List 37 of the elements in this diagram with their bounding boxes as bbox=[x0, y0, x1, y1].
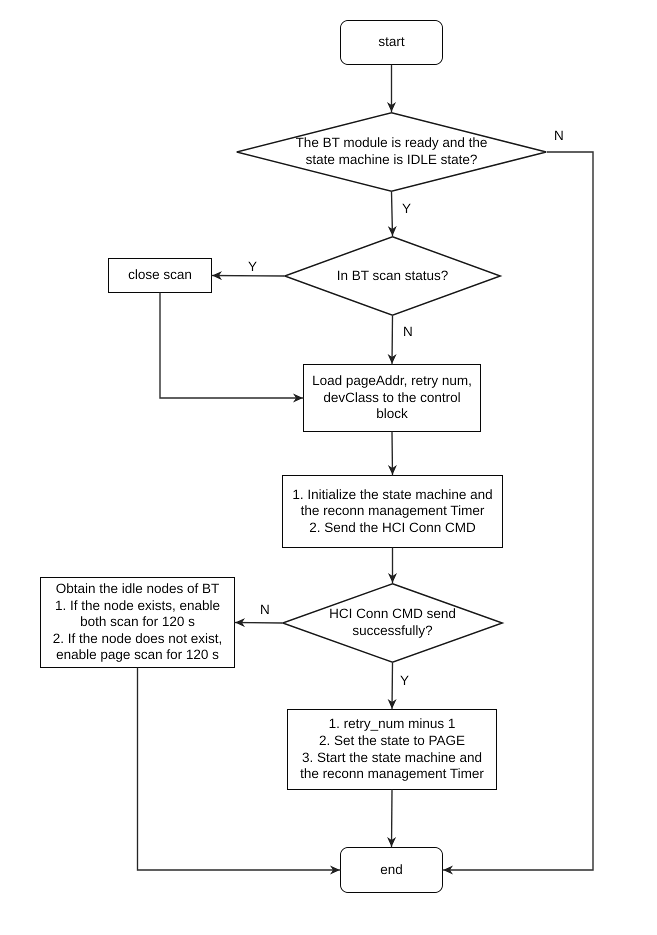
arrow bbox=[136, 668, 340, 874]
decision-diamond bbox=[236, 112, 547, 192]
arrow bbox=[388, 548, 397, 583]
arrow bbox=[212, 271, 284, 280]
process-text: 1. Initialize the state machine and the reconn management Timer bbox=[291, 486, 494, 520]
process-text: 2. If the node does not exist, enable page scan for 120 s bbox=[52, 630, 224, 664]
process-text: 2. Set the state to PAGE bbox=[318, 732, 466, 750]
arrow bbox=[388, 192, 397, 236]
decision-text: In BT scan status? bbox=[336, 268, 450, 284]
process-text: 2. Send the HCI Conn CMD bbox=[309, 520, 476, 536]
arrow bbox=[387, 790, 396, 847]
arrow bbox=[388, 663, 397, 709]
process-box bbox=[282, 475, 503, 548]
arrow bbox=[387, 65, 396, 112]
process-text: 1. If the node exists, enable both scan for 120 s bbox=[54, 598, 222, 631]
process-box bbox=[287, 709, 497, 790]
process-text: close scan bbox=[128, 267, 192, 284]
process-text: 1. retry_num minus 1 bbox=[328, 716, 456, 733]
arrow bbox=[443, 151, 594, 874]
terminal-text: start bbox=[378, 34, 405, 51]
arrow bbox=[159, 293, 303, 402]
process-box bbox=[303, 364, 481, 432]
process-text: Obtain the idle nodes of BT bbox=[56, 581, 220, 598]
process-box bbox=[40, 577, 235, 668]
decision-diamond bbox=[282, 583, 503, 663]
arrow bbox=[388, 316, 397, 364]
terminal-text: end bbox=[380, 862, 403, 878]
decision-text: The BT module is ready and the state machine is IDLE state? bbox=[294, 135, 488, 169]
process-box bbox=[108, 258, 212, 293]
arrow bbox=[235, 618, 282, 628]
decision-text: HCI Conn CMD send successfully? bbox=[328, 606, 457, 640]
process-text: Load pageAddr, retry num, devClass to the control block bbox=[311, 373, 473, 423]
terminal-box bbox=[340, 20, 443, 65]
arrow bbox=[388, 432, 397, 475]
terminal-box bbox=[340, 847, 443, 893]
decision-diamond bbox=[284, 236, 501, 316]
process-text: 3. Start the state machine and the reconn management Timer bbox=[299, 750, 485, 783]
